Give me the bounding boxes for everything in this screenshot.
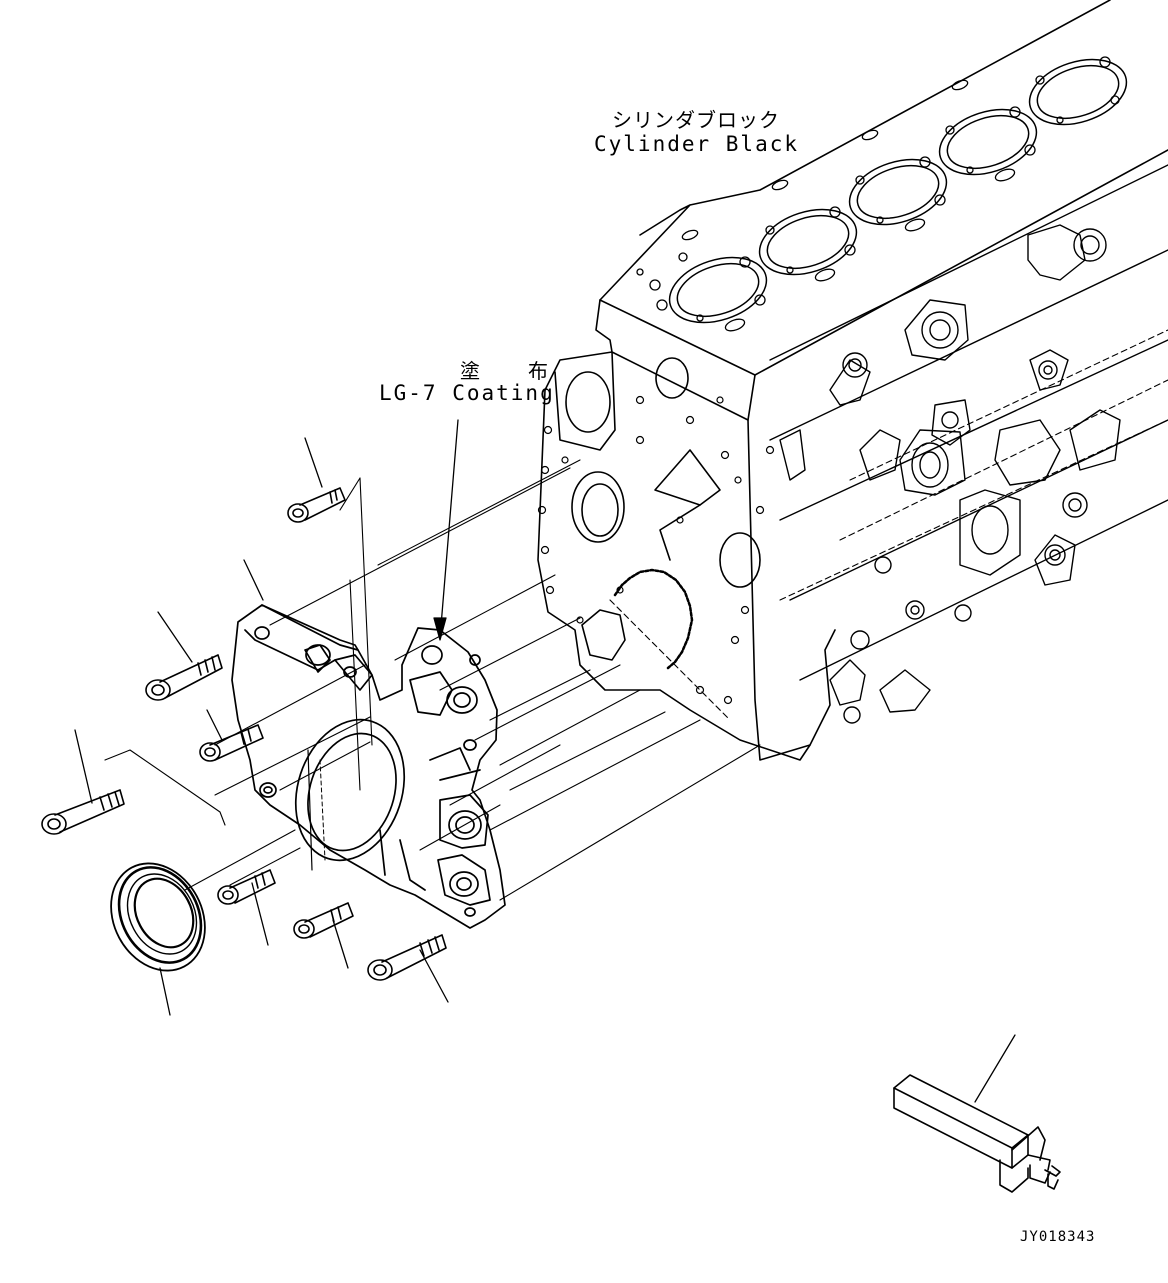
cylinder-block-label-en: Cylinder Black — [594, 132, 800, 156]
block-front-face — [538, 390, 835, 760]
crank-gear — [615, 570, 692, 668]
block-side-details — [770, 165, 1168, 723]
explode-lines — [105, 460, 760, 900]
bolt-bottom-2 — [294, 903, 353, 938]
oil-seal — [93, 847, 223, 987]
drawing-code: JY018343 — [1020, 1229, 1096, 1245]
cylinder-block — [538, 0, 1168, 760]
installer-tool — [894, 1075, 1060, 1192]
leader-lines — [75, 420, 1015, 1102]
deck-holes — [637, 57, 1119, 333]
cover-seal-bore — [278, 705, 421, 874]
coating-arrow — [440, 420, 458, 638]
bolt-bottom-3 — [368, 935, 446, 980]
cylinder-block-label-jp: シリンダブロック — [612, 108, 780, 132]
bolt-left-middle — [200, 725, 263, 761]
coating-label-jp: 塗 布 — [460, 359, 567, 383]
bolt-left-upper — [146, 655, 222, 700]
coating-label-en: LG-7 Coating — [379, 381, 555, 405]
cylinder-bores — [661, 48, 1135, 334]
front-face-holes — [539, 397, 774, 704]
bolt-top — [288, 488, 345, 522]
bolt-bottom-1 — [218, 870, 275, 904]
front-cover — [232, 605, 505, 928]
bolt-left-lower — [42, 790, 124, 834]
front-face-bore-1 — [566, 372, 610, 432]
block-dashed-lines — [610, 330, 1168, 720]
front-face-bore-2 — [572, 472, 624, 542]
